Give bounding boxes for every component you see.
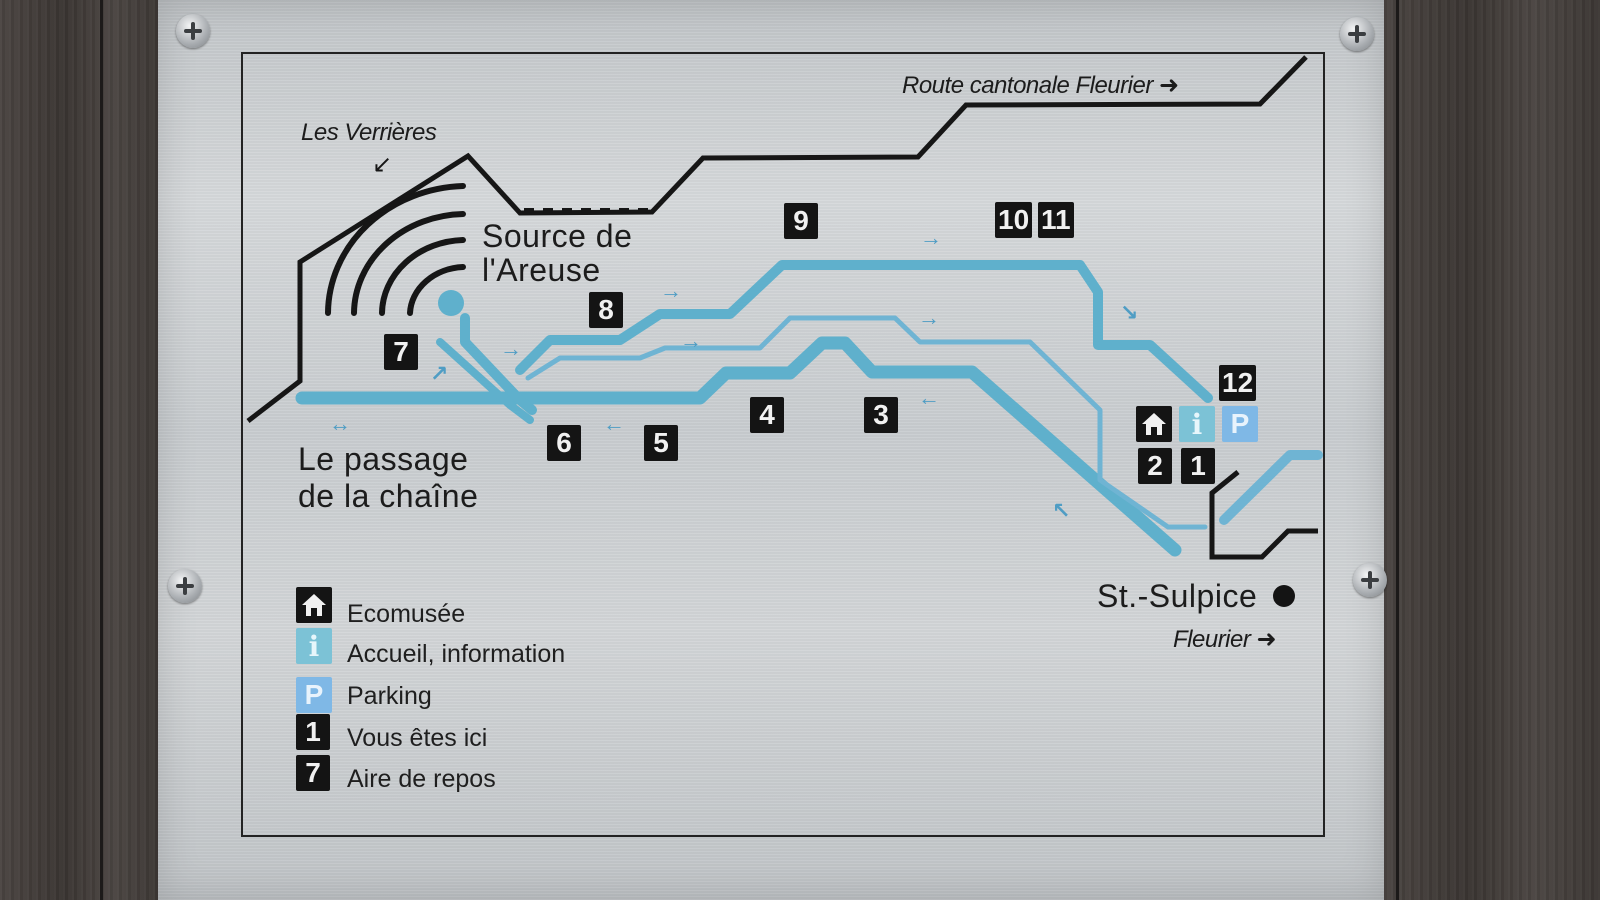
legend-label-you-are-here: Vous êtes ici bbox=[347, 724, 488, 752]
fleurier-label: Fleurier ➜ bbox=[1173, 626, 1277, 653]
stop-badge-7: 7 bbox=[384, 334, 418, 370]
stop-badge-10: 10 bbox=[995, 202, 1033, 238]
wood-panel-right bbox=[1382, 0, 1600, 900]
direction-arrow-icon: → bbox=[918, 305, 940, 330]
legend-number-badge: 1 bbox=[296, 714, 330, 750]
stop-badge-11: 11 bbox=[1038, 202, 1074, 238]
direction-arrow-icon: → bbox=[500, 336, 522, 361]
direction-arrow-icon: → bbox=[680, 328, 702, 353]
river-areuse bbox=[295, 336, 1182, 557]
stop-badge-3: 3 bbox=[864, 397, 898, 433]
st-sulpice-label: St.-Sulpice bbox=[1097, 578, 1258, 614]
legend-house-icon bbox=[296, 587, 332, 623]
ecomusee-house-icon bbox=[1136, 406, 1172, 442]
passage-label-line1: Le passage bbox=[298, 441, 469, 477]
map-frame bbox=[241, 52, 1325, 837]
stop-badge-2: 2 bbox=[1138, 448, 1172, 484]
legend-rest-badge: 7 bbox=[296, 755, 330, 791]
trail-branch-to-river bbox=[460, 313, 537, 415]
stop-badge-1: 1 bbox=[1181, 448, 1215, 484]
trail-passage-link bbox=[436, 338, 534, 424]
legend-label-ecomusee: Ecomusée bbox=[347, 600, 466, 628]
trail-to-parking bbox=[1219, 450, 1323, 525]
stop-badge-6: 6 bbox=[547, 425, 581, 461]
direction-arrow-icon: ↘ bbox=[1120, 300, 1139, 325]
les-verrieres-label: Les Verrières bbox=[301, 119, 437, 146]
stop-badge-8: 8 bbox=[589, 292, 623, 328]
source-label-line2: l'Areuse bbox=[482, 252, 601, 288]
direction-arrow-icon: ↔ bbox=[329, 411, 351, 436]
trail-middle bbox=[525, 315, 1208, 530]
spring-arcs bbox=[325, 183, 466, 316]
direction-arrow-icon: ↗ bbox=[430, 361, 449, 386]
screw-icon bbox=[168, 569, 202, 603]
legend-label-parking: Parking bbox=[347, 682, 432, 710]
direction-arrow-icon: → bbox=[660, 278, 682, 303]
info-icon: i bbox=[1179, 406, 1215, 442]
parking-icon: P bbox=[1222, 406, 1258, 442]
direction-arrow-icon: → bbox=[920, 225, 942, 250]
screw-icon bbox=[1353, 563, 1387, 597]
road-fleurier-label: Route cantonale Fleurier ➜ bbox=[902, 72, 1179, 99]
metal-sign-plate bbox=[158, 0, 1384, 900]
direction-arrow-icon: ← bbox=[918, 385, 940, 410]
screw-icon bbox=[1340, 17, 1374, 51]
source-label-line1: Source de bbox=[482, 218, 633, 254]
stop-badge-5: 5 bbox=[644, 425, 678, 461]
stop-badge-4: 4 bbox=[750, 397, 784, 433]
trail-upper bbox=[515, 260, 1213, 403]
legend-parking-icon: P bbox=[296, 677, 332, 713]
spring-source-dot bbox=[438, 290, 464, 316]
wood-panel-left bbox=[0, 0, 162, 900]
road-st-sulpice bbox=[1209, 470, 1318, 560]
legend-label-information: Accueil, information bbox=[347, 640, 566, 668]
stop-badge-12: 12 bbox=[1219, 365, 1257, 401]
st-sulpice-dot bbox=[1273, 585, 1295, 607]
road-line bbox=[246, 55, 1308, 423]
direction-arrow-icon: ↖ bbox=[1052, 498, 1071, 523]
les-verrieres-arrow-icon: ↙ bbox=[372, 151, 393, 178]
passage-label-line2: de la chaîne bbox=[298, 478, 479, 514]
screw-icon bbox=[176, 14, 210, 48]
legend-label-rest-area: Aire de repos bbox=[347, 765, 496, 793]
direction-arrow-icon: ← bbox=[603, 411, 625, 436]
stop-badge-9: 9 bbox=[784, 203, 818, 239]
legend-info-icon: i bbox=[296, 628, 332, 664]
